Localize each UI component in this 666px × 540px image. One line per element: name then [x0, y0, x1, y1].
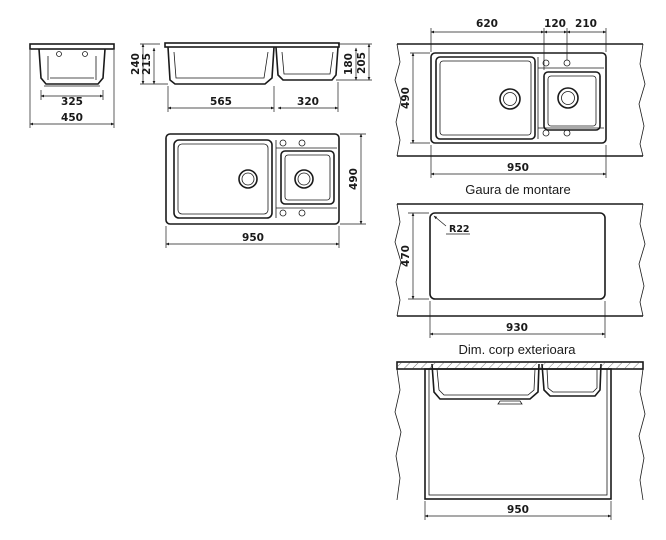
front-height-large-label: 240 — [130, 53, 142, 75]
side-view-bowl — [38, 48, 106, 85]
installed-large-bowl — [435, 56, 536, 140]
side-view: 325 450 — [29, 43, 115, 128]
cutout-countertop-edges — [397, 203, 643, 317]
installed-large-drain — [499, 88, 521, 110]
front-view-rim — [164, 42, 340, 48]
plan-small-bowl — [280, 150, 335, 205]
caption-cabinet-outer: Dim. corp exterioara — [458, 342, 576, 357]
front-height-small-label: 180 — [343, 53, 355, 75]
cutout-outline — [429, 212, 606, 300]
plan-small-drain — [294, 169, 314, 189]
plan-large-bowl — [173, 139, 273, 219]
cutout-width-label: 930 — [506, 322, 528, 334]
side-view-rim — [29, 43, 115, 50]
cabinet-view: 950 — [394, 361, 646, 520]
front-view-large-bowl — [167, 46, 275, 85]
cutout-radius-label: R22 — [449, 224, 470, 235]
plan-outline — [165, 133, 340, 225]
side-view-inner — [47, 56, 97, 80]
installed-large-width-label: 620 — [476, 18, 498, 30]
side-width-bowl-label: 325 — [61, 96, 83, 108]
front-view: 240 215 180 205 565 320 — [130, 42, 372, 112]
side-width-total-label: 450 — [61, 112, 83, 124]
cabinet-body — [424, 368, 612, 500]
front-view-small-bowl — [275, 46, 339, 81]
side-view-hole-right — [82, 51, 88, 57]
plan-large-drain — [238, 169, 258, 189]
installed-view: 620 120 210 490 950 — [394, 18, 646, 178]
plan-height-label: 490 — [348, 168, 360, 190]
front-small-width-label: 320 — [297, 96, 319, 108]
cutout-height-label: 470 — [400, 245, 412, 267]
cutout-view: R22 470 930 — [394, 203, 646, 338]
installed-width-label: 950 — [507, 162, 529, 174]
installed-small-bowl — [543, 71, 601, 131]
cabinet-small-bowl — [541, 363, 602, 397]
plan-view: 490 950 — [165, 133, 366, 248]
cabinet-large-bowl — [431, 363, 540, 400]
front-depth-large-label: 215 — [141, 53, 153, 75]
installed-small-drain — [557, 87, 579, 109]
installed-height-label: 490 — [400, 87, 412, 109]
cabinet-width-label: 950 — [507, 504, 529, 516]
installed-countertop-edges — [397, 43, 643, 157]
plan-tap-hole — [279, 139, 287, 147]
front-large-width-label: 565 — [210, 96, 232, 108]
caption-mounting-hole: Gaura de montare — [465, 182, 571, 197]
installed-small-width-label: 210 — [575, 18, 597, 30]
side-view-hole-left — [56, 51, 62, 57]
installed-sink-outline — [430, 52, 607, 144]
front-depth-small-label: 205 — [356, 52, 368, 74]
plan-width-label: 950 — [242, 232, 264, 244]
installed-gap-label: 120 — [544, 18, 566, 30]
